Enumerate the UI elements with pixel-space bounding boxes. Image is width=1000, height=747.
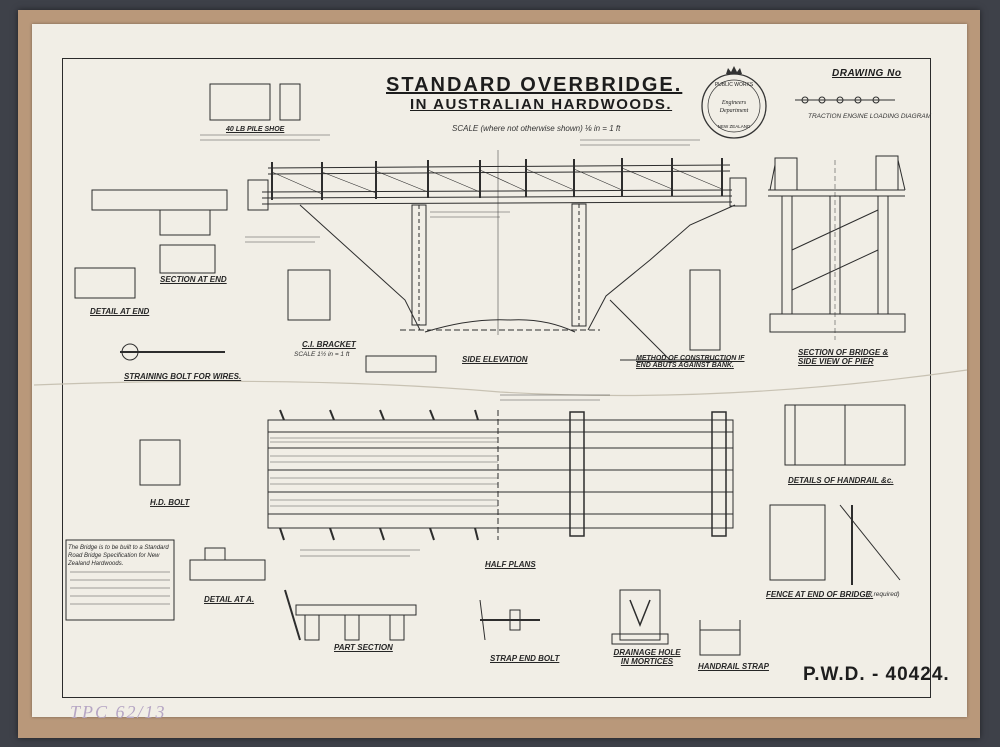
drawing-subtitle: IN AUSTRALIAN HARDWOODS. xyxy=(410,96,673,113)
handrail-details xyxy=(769,404,906,585)
crown-icon xyxy=(726,66,742,74)
drawing-number-label: DRAWING No xyxy=(832,68,902,79)
drawing-border xyxy=(62,58,931,698)
detail-at-end-label: DETAIL AT END xyxy=(90,307,150,316)
method-detail xyxy=(609,269,730,361)
pencil-mark: TPC 62/13 xyxy=(70,702,167,722)
seal-text-middle1: Engineers xyxy=(721,100,747,106)
method-label: METHOD OF CONSTRUCTION IF END ABUTS AGAI… xyxy=(636,355,745,369)
hd-bolt-label: H.D. BOLT xyxy=(150,498,190,507)
drawing-sheet xyxy=(32,24,967,717)
part-section-label: PART SECTION xyxy=(334,643,393,652)
ci-bracket-scale: SCALE 1½ in = 1 ft xyxy=(294,351,350,358)
section-of-bridge-view xyxy=(768,155,906,340)
drainage-hole-label: DRAINAGE HOLE IN MORTICES xyxy=(613,648,681,666)
section-at-end-label: SECTION AT END xyxy=(160,275,227,284)
strap-end-bolt-label: STRAP END BOLT xyxy=(490,654,560,663)
side-elevation-label: SIDE ELEVATION xyxy=(462,355,528,364)
handrail-strap-label: HANDRAIL STRAP xyxy=(698,662,769,671)
traction-engine-diagram xyxy=(795,96,895,104)
notes-box xyxy=(65,539,175,621)
half-plans-view xyxy=(267,409,734,541)
left-details xyxy=(74,83,437,486)
detail-a-view xyxy=(189,547,266,581)
seal-text-middle2: Department xyxy=(719,108,749,114)
pwd-drawing-number: P.W.D. - 40424. xyxy=(803,664,950,685)
drainage-hole-view xyxy=(611,589,669,645)
fence-end-label: FENCE AT END OF BRIDGE. xyxy=(766,590,874,599)
half-plans-label: HALF PLANS xyxy=(485,560,536,569)
part-section-view xyxy=(284,589,417,641)
traction-diagram-label: TRACTION ENGINE LOADING DIAGRAM xyxy=(808,113,932,120)
strap-end-bolt-view xyxy=(479,599,540,641)
ci-bracket-label: C.I. BRACKET xyxy=(302,340,356,349)
public-works-seal: PUBLIC WORKS Engineers Department NEW ZE… xyxy=(701,66,767,139)
section-pier-label: SECTION OF BRIDGE & SIDE VIEW OF PIER xyxy=(798,348,889,366)
seal-text-top: PUBLIC WORKS xyxy=(715,82,754,88)
fence-if-required: (If required) xyxy=(866,591,900,598)
detail-a-label: DETAIL AT A. xyxy=(204,595,255,604)
drawing-title: STANDARD OVERBRIDGE. xyxy=(386,74,683,96)
notes-box-text: The Bridge is to be built to a Standard … xyxy=(68,544,172,568)
details-handrail-label: DETAILS OF HANDRAIL &c. xyxy=(788,476,894,485)
straining-bolt-label: STRAINING BOLT FOR WIRES. xyxy=(124,372,242,381)
annotation-scribbles xyxy=(70,134,700,605)
side-elevation-view xyxy=(247,150,747,335)
pile-shoe-label: 40 LB PILE SHOE xyxy=(226,126,285,133)
scale-note: SCALE (where not otherwise shown) ⅛ in =… xyxy=(452,124,621,133)
handrail-strap-view xyxy=(699,620,741,656)
seal-text-bottom: NEW ZEALAND xyxy=(718,124,751,129)
